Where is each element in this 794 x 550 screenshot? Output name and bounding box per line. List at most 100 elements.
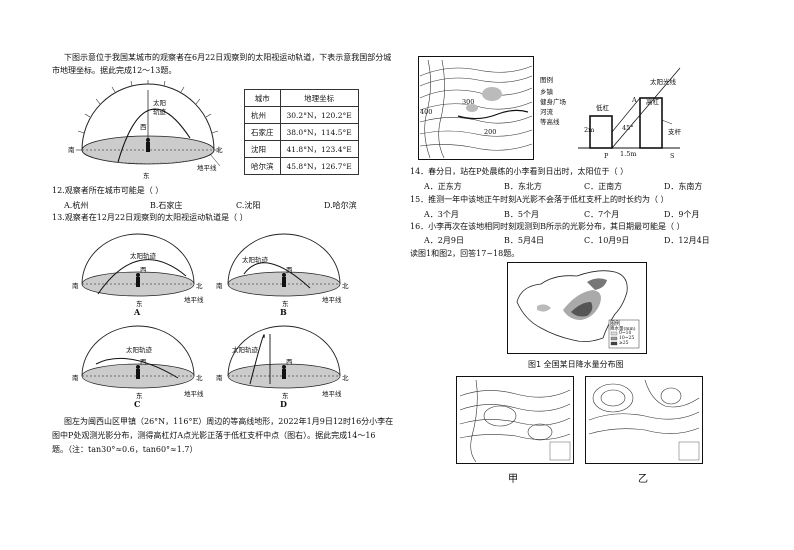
c-track-label: 太阳轨迹: [126, 346, 152, 354]
a-south-label: 南: [72, 282, 79, 290]
question-12: 12.观察者所在城市可能是（ ）: [52, 186, 164, 195]
option-a-dome: [81, 233, 195, 297]
point-a-label: A: [632, 96, 637, 104]
table-header-coord: 地理坐标: [279, 89, 359, 107]
option-b-letter[interactable]: B: [280, 307, 287, 317]
china-precipitation-map: [507, 262, 647, 354]
intro-line-2: 市地理坐标。据此完成12～13题。: [52, 66, 177, 75]
c-west-label: 西: [140, 358, 147, 366]
question-16: 16．小李再次在该地相同时刻观测到B所示的光影分布，其日期最可能是（ ）: [410, 222, 685, 231]
read-instruction: 读图1和图2，回答17~18题。: [410, 249, 520, 258]
q16-option-c[interactable]: C．10月9日: [584, 236, 630, 245]
q12-option-d[interactable]: D.哈尔滨: [324, 201, 357, 210]
q16-option-d[interactable]: D．12月4日: [664, 236, 710, 245]
angle-label: 45°: [622, 124, 634, 132]
q12-option-c[interactable]: C.沈阳: [236, 201, 261, 210]
a-horizon-label: 地平线: [184, 296, 204, 304]
dome-south-label: 南: [68, 146, 75, 154]
d-horizon-label: 地平线: [322, 390, 342, 398]
isobar-map-yi: [585, 376, 703, 464]
table-cell: 45.8°N，126.7°E: [279, 157, 359, 175]
option-a-letter[interactable]: A: [134, 307, 141, 317]
point-s-label: S: [670, 152, 675, 160]
para-line-1: 图左为闽西山区甲镇（26°N，116°E）周边的等高线地形，2022年1月9日1…: [64, 417, 394, 426]
map-elevation-300: 300: [462, 98, 475, 106]
low-bar-label: 低杠: [596, 104, 609, 112]
dome-east-label: 东: [143, 172, 150, 180]
sunlight-label: 太阳光线: [650, 78, 676, 86]
table-cell: 沈阳: [244, 140, 281, 158]
china-legend-item: 10~25: [619, 336, 635, 341]
sun-path-dome-figure: [76, 80, 221, 167]
map-legend-item: 河流: [540, 108, 553, 116]
dome-west-label: 西: [140, 123, 147, 131]
q14-option-c[interactable]: C．正南方: [584, 182, 623, 191]
q15-option-a[interactable]: A．3个月: [424, 210, 459, 219]
q12-option-a[interactable]: A.杭州: [64, 201, 89, 210]
china-legend-item: ≥25: [619, 341, 629, 346]
q15-option-c[interactable]: C．7个月: [584, 210, 620, 219]
table-cell: 41.8°N，123.4°E: [279, 140, 359, 158]
q14-option-a[interactable]: A．正东方: [424, 182, 462, 191]
d-west-label: 西: [286, 358, 293, 366]
table-cell: 杭州: [244, 106, 281, 124]
q12-option-b[interactable]: B.石家庄: [150, 201, 183, 210]
intro-line-1: 下图示意位于我国某城市的观察者在6月22日观察到的太阳视运动轨道，下表示意我国部…: [64, 53, 392, 62]
horizontal-bar-diagram: [578, 67, 681, 149]
d-north-label: 北: [342, 374, 349, 382]
d-track-label: 太阳轨迹: [232, 346, 258, 354]
a-east-label: 东: [136, 300, 143, 308]
d-south-label: 南: [216, 374, 223, 382]
b-horizon-label: 地平线: [322, 296, 342, 304]
table-cell: 30.2°N，120.2°E: [279, 106, 359, 124]
figure-1-caption: 图1 全国某日降水量分布图: [528, 360, 624, 369]
isobar-map-jia: [456, 376, 574, 464]
china-legend-item: 0~10: [619, 331, 632, 336]
option-c-letter[interactable]: C: [134, 399, 141, 409]
question-14: 14．春分日，站在P处晨练的小李看到日出时，太阳位于（ ）: [410, 167, 629, 176]
map-elevation-200: 200: [484, 128, 497, 136]
figure-yi-label: 乙: [638, 474, 648, 485]
option-d-letter[interactable]: D: [280, 399, 287, 409]
option-d-dome: [227, 325, 341, 389]
b-west-label: 西: [286, 266, 293, 274]
a-track-label: 太阳轨迹: [130, 252, 156, 260]
dome-north-label: 北: [216, 146, 223, 154]
map-legend-item: 健身广场: [540, 98, 566, 106]
map-legend-item: 等高线: [540, 118, 560, 126]
contour-map: [418, 56, 534, 160]
table-cell: 哈尔滨: [244, 157, 281, 175]
c-horizon-label: 地平线: [184, 390, 204, 398]
para-line-2: 图中P处观测光影分布，测得高杠灯A点光影正落于低杠支杆中点（图右）。据此完成14…: [52, 431, 376, 440]
figure-jia-label: 甲: [508, 474, 518, 485]
q15-option-b[interactable]: B．5个月: [504, 210, 539, 219]
length-1-5m-label: 1.5m: [620, 150, 637, 158]
dome-horizon-label: 地平线: [197, 164, 217, 172]
b-north-label: 北: [342, 282, 349, 290]
table-cell: 石家庄: [244, 123, 281, 141]
table-cell: 38.0°N，114.5°E: [279, 123, 359, 141]
china-legend-title: 图例: [610, 321, 621, 327]
option-b-dome: [227, 233, 341, 297]
para-line-3: 题。（注：tan30°≈0.6，tan60°≈1.7）: [52, 445, 198, 454]
b-track-label: 太阳轨迹: [242, 256, 268, 264]
q16-option-b[interactable]: B．5月4日: [504, 236, 545, 245]
china-legend-sub: 降水量(mm): [610, 327, 636, 332]
q14-option-d[interactable]: D．东南方: [664, 182, 703, 191]
q15-option-d[interactable]: D．9个月: [664, 210, 700, 219]
question-13: 13.观察者在12月22日观察到的太阳视运动轨道是（ ）: [52, 213, 248, 222]
dome-track-label: 轨迹: [153, 108, 166, 116]
map-legend-item: 乡镇: [540, 88, 553, 96]
q16-option-a[interactable]: A．2月9日: [424, 236, 464, 245]
q14-option-b[interactable]: B．东北方: [504, 182, 542, 191]
dome-sun-label: 太阳: [153, 99, 166, 107]
high-bar-label: 高杠: [646, 98, 659, 106]
c-south-label: 南: [72, 374, 79, 382]
option-c-dome: [81, 325, 195, 389]
map-elevation-400: 400: [420, 108, 433, 116]
